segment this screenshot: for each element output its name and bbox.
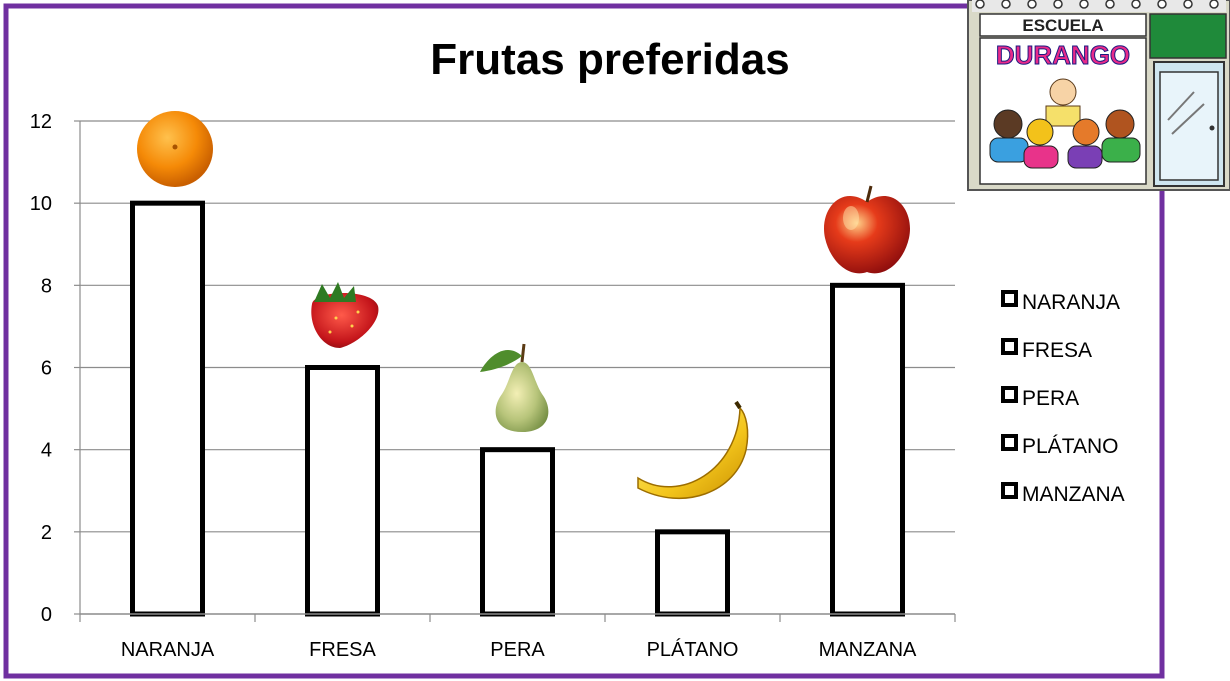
gridlines — [80, 120, 955, 533]
purple-border — [3, 3, 1165, 679]
axis-lines — [79, 121, 956, 622]
strawberry-icon — [311, 282, 379, 348]
x-tick-label: PLÁTANO — [647, 638, 739, 661]
legend-swatch — [1001, 290, 1018, 307]
y-tick-label: 12 — [30, 111, 52, 133]
legend-swatch — [1001, 386, 1018, 403]
legend-swatch — [1001, 338, 1018, 355]
legend-swatch — [1001, 434, 1018, 451]
x-tick-label: FRESA — [309, 639, 376, 661]
bar-fresa — [305, 365, 380, 617]
bar-pera — [480, 447, 555, 617]
fruit-pictures — [137, 111, 910, 500]
apple-icon — [824, 185, 910, 274]
bar-naranja — [130, 200, 205, 617]
legend-label: PLÁTANO — [1022, 435, 1118, 458]
x-axis-labels: NARANJA FRESA PERA PLÁTANO MANZANA — [121, 638, 917, 661]
bar-manzana — [830, 282, 905, 617]
y-tick-label: 4 — [41, 440, 52, 462]
legend-label: MANZANA — [1022, 483, 1125, 506]
legend-swatch — [1001, 482, 1018, 499]
x-tick-label: MANZANA — [819, 639, 917, 661]
pear-icon — [480, 343, 549, 432]
bar-plátano — [655, 529, 730, 617]
x-tick-label: PERA — [490, 639, 545, 661]
y-tick-label: 2 — [41, 522, 52, 544]
school-logo: ESCUELA DURANGO — [967, 0, 1230, 191]
y-axis-ticks: 0 2 4 6 8 10 12 — [30, 111, 80, 626]
y-tick-label: 8 — [41, 275, 52, 297]
y-tick-label: 6 — [41, 358, 52, 380]
y-tick-label: 10 — [30, 193, 52, 215]
logo-school-label: ESCUELA — [1022, 16, 1103, 35]
children-illustration — [989, 78, 1141, 169]
logo-brand-text: DURANGO — [996, 40, 1130, 70]
legend-label: PERA — [1022, 387, 1079, 410]
legend: NARANJA FRESA PERA PLÁTANO MANZANA — [1001, 290, 1125, 506]
legend-label: FRESA — [1022, 339, 1092, 362]
orange-icon — [137, 111, 213, 187]
x-tick-label: NARANJA — [121, 639, 215, 661]
y-tick-label: 0 — [41, 604, 52, 626]
chart-title: Frutas preferidas — [430, 35, 789, 84]
banana-icon — [637, 400, 749, 500]
legend-label: NARANJA — [1022, 291, 1120, 314]
